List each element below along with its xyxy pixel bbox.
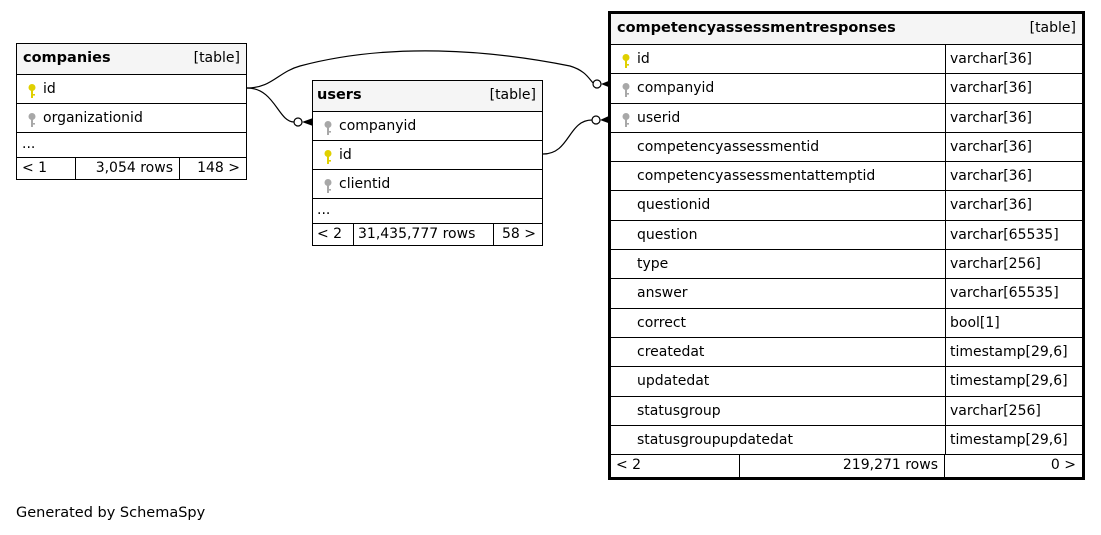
column-row[interactable]: answer varchar[65535]	[611, 278, 1082, 308]
column-row[interactable]: id	[313, 140, 542, 169]
column-row[interactable]: type varchar[256]	[611, 249, 1082, 279]
children-count[interactable]: 148 >	[197, 160, 240, 176]
column-type: timestamp[29,6]	[945, 337, 1082, 367]
column-row[interactable]: updatedat timestamp[29,6]	[611, 366, 1082, 396]
table-footer: < 1 3,054 rows 148 >	[17, 157, 246, 179]
primary-key-icon	[323, 147, 333, 164]
column-type: varchar[36]	[945, 191, 1082, 220]
children-count[interactable]: 58 >	[502, 226, 536, 242]
column-row[interactable]: companyid	[313, 111, 542, 140]
foreign-key-icon	[621, 110, 631, 127]
children-count[interactable]: 0 >	[1050, 457, 1076, 474]
column-row[interactable]: companyid varchar[36]	[611, 73, 1082, 103]
column-name: companyid	[637, 80, 715, 97]
column-row[interactable]: competencyassessmentattemptid varchar[36]	[611, 161, 1082, 191]
column-type: varchar[36]	[945, 74, 1082, 103]
column-type: timestamp[29,6]	[945, 367, 1082, 396]
column-name: companyid	[339, 118, 417, 134]
ellipsis-text: ...	[317, 202, 331, 218]
link-users-to-responses	[542, 119, 593, 155]
row-count: 219,271 rows	[740, 455, 945, 478]
column-row[interactable]: id	[17, 74, 246, 103]
generated-by-label: Generated by SchemaSpy	[16, 505, 206, 521]
column-row[interactable]: statusgroup varchar[256]	[611, 395, 1082, 425]
link-companies-to-users	[246, 87, 295, 123]
column-name: updatedat	[637, 373, 710, 390]
column-row[interactable]: questionid varchar[36]	[611, 190, 1082, 220]
table-name: competencyassessmentresponses	[617, 20, 896, 36]
column-name: questionid	[637, 197, 711, 214]
column-row[interactable]: userid varchar[36]	[611, 102, 1082, 132]
column-row[interactable]: createdat timestamp[29,6]	[611, 336, 1082, 367]
column-name: statusgroupupdatedat	[637, 431, 793, 448]
column-name: question	[637, 226, 698, 243]
column-row[interactable]: question varchar[65535]	[611, 219, 1082, 250]
primary-key-icon	[27, 81, 37, 98]
table-users[interactable]: users [table] companyid id clientid ... …	[312, 80, 543, 246]
column-name: userid	[637, 109, 681, 126]
column-row[interactable]: id varchar[36]	[611, 44, 1082, 74]
table-kind: [table]	[193, 50, 240, 66]
foreign-key-icon	[323, 118, 333, 135]
column-name: id	[637, 51, 650, 67]
primary-key-icon	[621, 51, 631, 69]
column-name: statusgroup	[637, 402, 721, 419]
column-row[interactable]: clientid	[313, 169, 542, 198]
column-name: competencyassessmentattemptid	[637, 168, 876, 185]
table-footer: < 2 219,271 rows 0 >	[611, 454, 1082, 478]
column-type: varchar[36]	[945, 162, 1082, 191]
table-kind: [table]	[489, 87, 536, 103]
column-name: competencyassessmentid	[637, 138, 820, 155]
table-header: users [table]	[313, 81, 542, 111]
column-row[interactable]: statusgroupupdatedat timestamp[29,6]	[611, 424, 1082, 455]
column-type: varchar[256]	[945, 396, 1082, 425]
link-crowfoot-circle	[592, 79, 602, 89]
column-type: varchar[65535]	[945, 220, 1082, 250]
column-name: answer	[637, 285, 688, 302]
table-companies[interactable]: companies [table] id organizationid ... …	[16, 43, 247, 180]
column-type: varchar[65535]	[945, 279, 1082, 308]
more-columns: ...	[17, 132, 246, 157]
more-columns: ...	[313, 198, 542, 223]
column-name: id	[43, 81, 56, 97]
column-type: varchar[256]	[945, 250, 1082, 279]
column-type: bool[1]	[945, 308, 1082, 337]
link-crowfoot-circle	[591, 115, 601, 125]
table-name: companies	[23, 50, 111, 66]
table-header: competencyassessmentresponses [table]	[611, 14, 1082, 44]
parents-count[interactable]: < 2	[611, 455, 740, 478]
column-name: id	[339, 147, 352, 163]
column-name: type	[637, 256, 669, 273]
foreign-key-icon	[27, 110, 37, 127]
column-row[interactable]: correct bool[1]	[611, 307, 1082, 337]
link-crowfoot-circle	[293, 117, 303, 127]
row-count: 3,054 rows	[76, 158, 180, 179]
column-row[interactable]: competencyassessmentid varchar[36]	[611, 131, 1082, 162]
column-type: timestamp[29,6]	[945, 425, 1082, 455]
link-crowfoot-arrow	[302, 118, 313, 126]
parents-count[interactable]: < 1	[17, 158, 76, 179]
column-type: varchar[36]	[945, 45, 1082, 74]
column-name: createdat	[637, 343, 705, 360]
table-header: companies [table]	[17, 44, 246, 74]
table-kind: [table]	[1029, 20, 1076, 36]
column-row[interactable]: organizationid	[17, 103, 246, 132]
table-name: users	[317, 87, 362, 103]
link-companies-to-responses	[246, 50, 597, 89]
ellipsis-text: ...	[22, 136, 36, 152]
foreign-key-icon	[621, 80, 631, 98]
column-name: clientid	[339, 176, 391, 192]
table-competencyassessmentresponses[interactable]: competencyassessmentresponses [table] id…	[608, 11, 1085, 481]
table-footer: < 2 31,435,777 rows 58 >	[313, 223, 542, 245]
parents-count[interactable]: < 2	[313, 224, 354, 245]
column-name: correct	[637, 314, 687, 331]
foreign-key-icon	[323, 176, 333, 193]
column-type: varchar[36]	[945, 132, 1082, 162]
row-count: 31,435,777 rows	[354, 224, 494, 245]
column-type: varchar[36]	[945, 103, 1082, 132]
column-name: organizationid	[43, 110, 143, 126]
